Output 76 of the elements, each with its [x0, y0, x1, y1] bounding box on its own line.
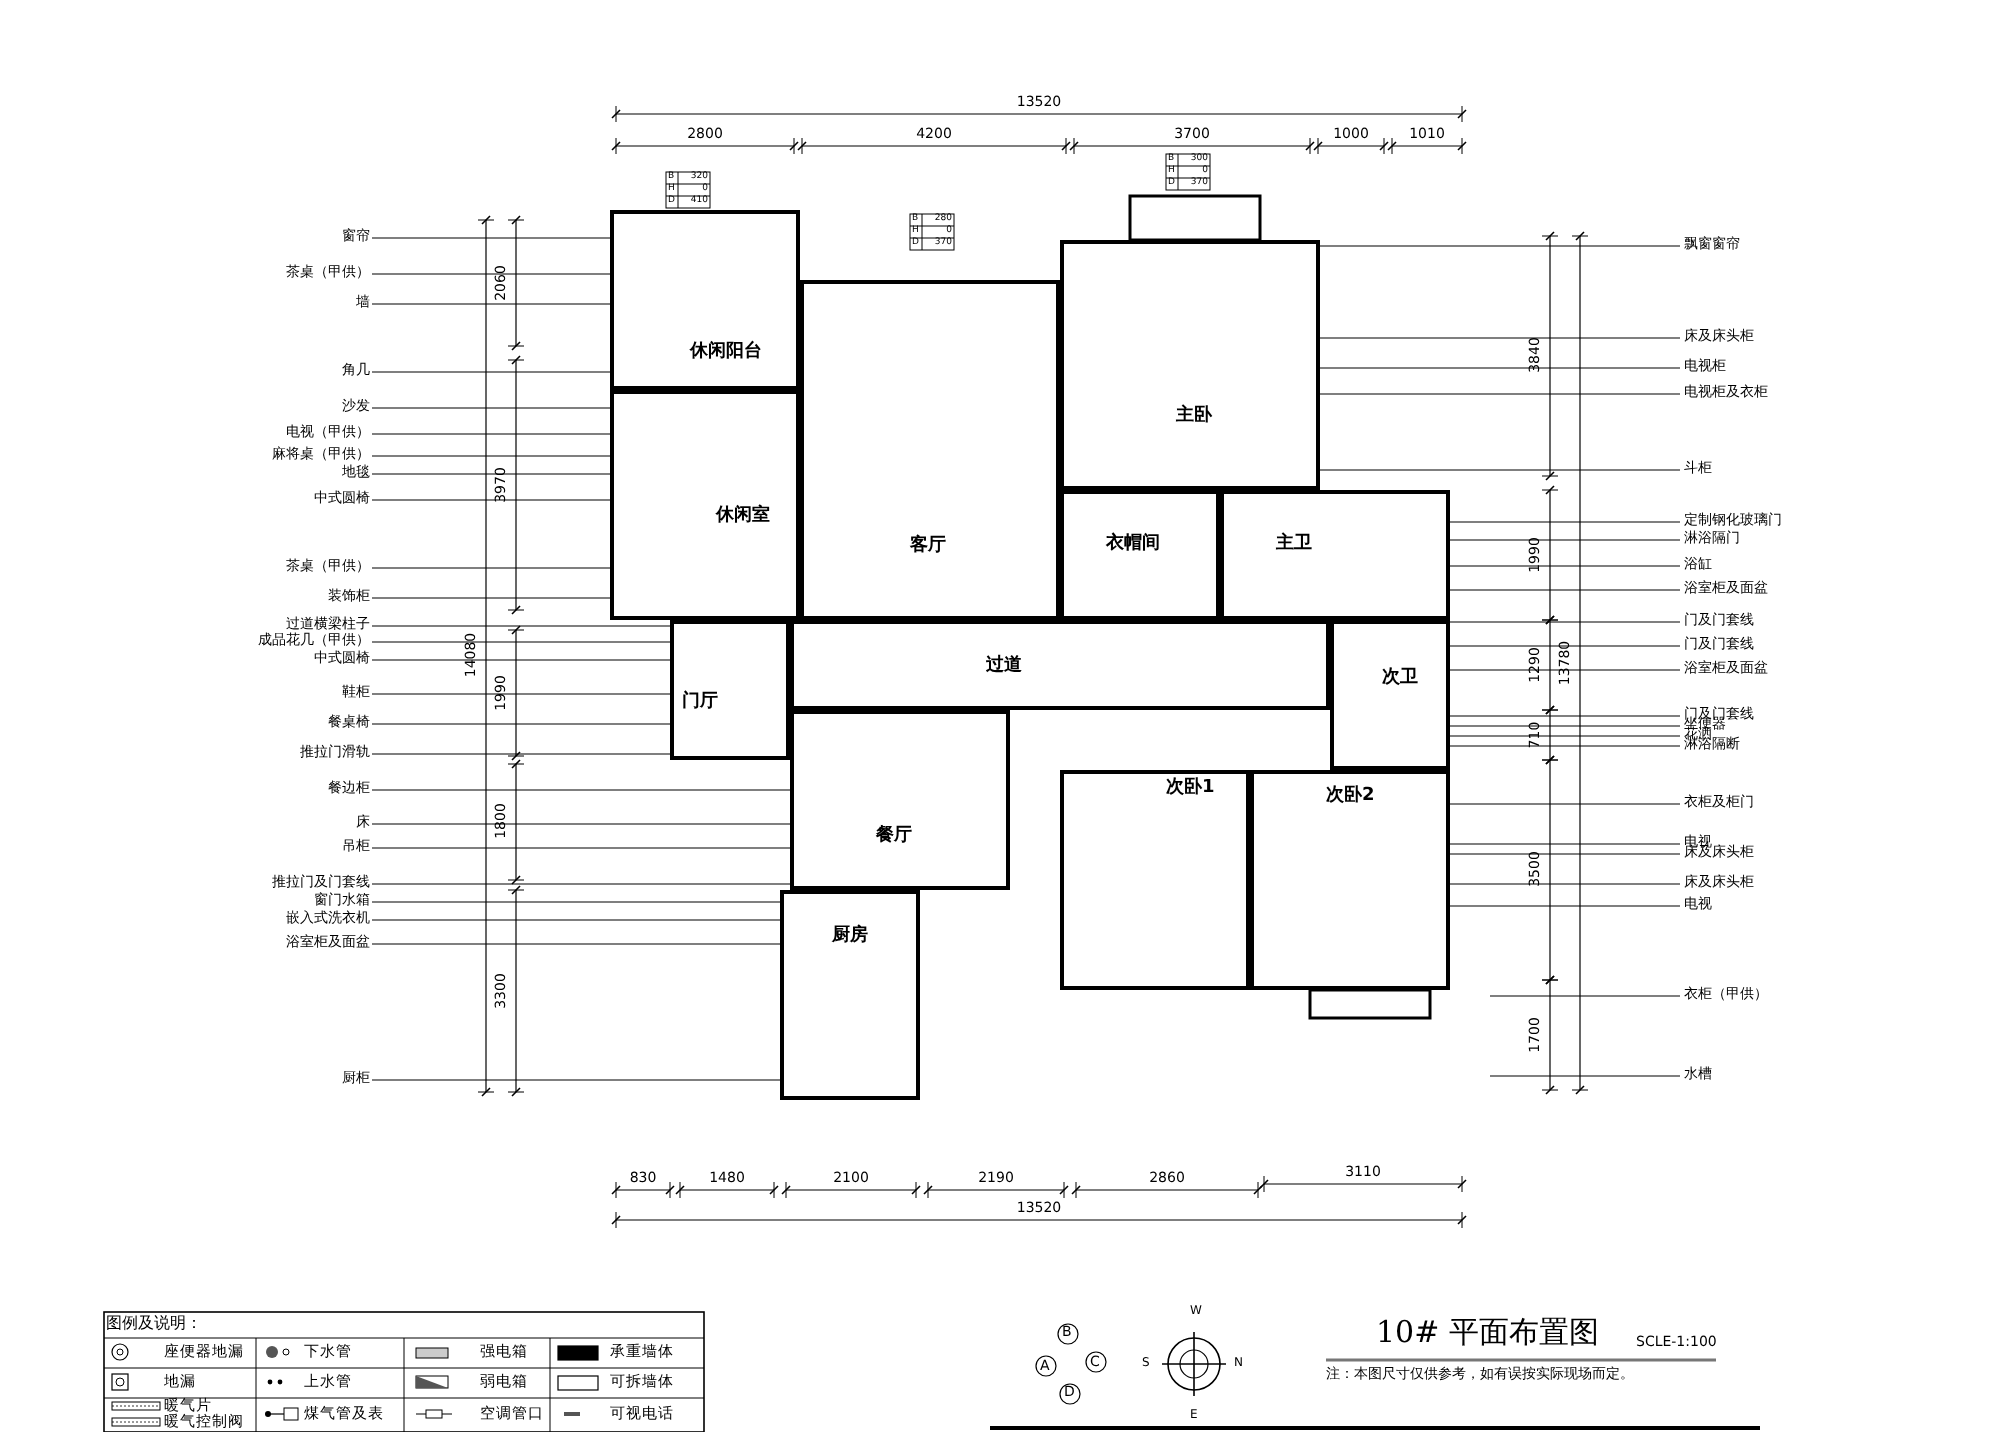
leader-line	[1449, 883, 1681, 885]
leader-line	[371, 303, 611, 305]
leader-line	[1319, 245, 1681, 247]
leader-line	[1489, 995, 1681, 997]
room-label: 休闲阳台	[690, 344, 762, 362]
room-area	[800, 280, 1060, 620]
leader-line	[1449, 725, 1681, 727]
leader-line	[1449, 645, 1681, 647]
leader-line	[1449, 905, 1681, 907]
leader-line	[1449, 735, 1681, 737]
room-label: 门厅	[682, 694, 718, 712]
room-area	[1060, 490, 1220, 620]
leader-line	[371, 455, 611, 457]
room-label: 主卫	[1276, 536, 1312, 554]
room-label: 次卧1	[1166, 780, 1215, 798]
room-area	[1250, 770, 1450, 990]
legend-heading: 图例及说明：	[106, 1316, 202, 1332]
room-label: 厨房	[832, 928, 868, 946]
room-label: 餐厅	[876, 828, 912, 846]
title-text: 10# 平面布置图	[1376, 1318, 1599, 1348]
leader-line	[371, 943, 781, 945]
leader-line	[1449, 521, 1681, 523]
leader-line	[371, 789, 791, 791]
room-label: 次卧2	[1326, 788, 1375, 806]
room-area	[790, 710, 1010, 890]
room-area	[790, 620, 1330, 710]
leader-line	[1489, 1075, 1681, 1077]
leader-line	[371, 499, 611, 501]
leader-line	[371, 371, 611, 373]
leader-line	[371, 919, 781, 921]
leader-line	[371, 407, 611, 409]
leader-line	[1449, 539, 1681, 541]
leader-line	[371, 237, 611, 239]
leader-line	[1449, 589, 1681, 591]
room-label: 主卧	[1176, 408, 1212, 426]
leader-line	[371, 883, 791, 885]
room-area	[610, 210, 800, 390]
room-area	[780, 890, 920, 1100]
leader-line	[371, 901, 781, 903]
room-area	[670, 620, 790, 760]
leader-line	[1319, 337, 1681, 339]
leader-line	[1449, 715, 1681, 717]
leader-line	[371, 273, 611, 275]
leader-line	[1319, 367, 1681, 369]
room-label: 过道	[986, 658, 1022, 676]
leader-line	[1449, 669, 1681, 671]
leader-line	[371, 659, 671, 661]
leader-line	[1449, 565, 1681, 567]
room-label: 休闲室	[716, 508, 770, 526]
leader-line	[1449, 745, 1681, 747]
room-label: 次卫	[1382, 670, 1418, 688]
leader-line	[371, 1079, 781, 1081]
room-area	[1060, 240, 1320, 490]
room-area	[610, 390, 800, 620]
leader-line	[371, 693, 671, 695]
leader-line	[371, 567, 611, 569]
leader-line	[1449, 621, 1681, 623]
leader-line	[1449, 853, 1681, 855]
room-area	[1220, 490, 1450, 620]
leader-line	[371, 723, 671, 725]
leader-line	[1319, 393, 1681, 395]
leader-line	[1449, 843, 1681, 845]
leader-line	[371, 473, 611, 475]
leader-line	[1319, 469, 1681, 471]
leader-line	[371, 823, 791, 825]
room-area	[1330, 620, 1450, 770]
leader-line	[371, 625, 671, 627]
leader-line	[371, 597, 611, 599]
leader-line	[371, 433, 611, 435]
room-label: 衣帽间	[1106, 536, 1160, 554]
room-area	[1060, 770, 1250, 990]
leader-line	[371, 641, 671, 643]
leader-line	[1449, 803, 1681, 805]
room-label: 客厅	[910, 538, 946, 556]
leader-line	[371, 753, 671, 755]
leader-line	[371, 847, 791, 849]
